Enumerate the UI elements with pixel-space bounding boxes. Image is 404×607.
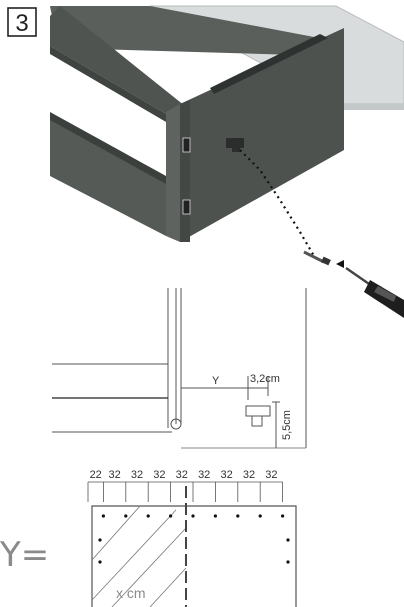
screwdriver-icon [345, 267, 404, 318]
lower-frame [50, 116, 166, 236]
cabinet-illustration [50, 5, 404, 318]
spacing-labels: 22 32 32 32 32 32 32 32 32 [90, 469, 278, 481]
detail-bracket [245, 405, 271, 417]
step-badge: 3 [7, 7, 37, 37]
spacing-label: 32 [220, 469, 232, 481]
formula-width-label: x cm [116, 585, 146, 601]
spacing-label: 32 [108, 469, 120, 481]
spacing-label: 22 [90, 469, 102, 481]
spacing-label: 32 [243, 469, 255, 481]
hinge-icon [182, 137, 191, 215]
spacing-label: 32 [153, 469, 165, 481]
detail-height-label: 5,5cm [281, 410, 293, 440]
detail-width-label: 3,2cm [250, 373, 280, 385]
spacing-label: 32 [265, 469, 277, 481]
detail-y-label: Y [212, 375, 220, 387]
inner-edge [166, 104, 180, 242]
formula-label: Y= [0, 535, 49, 575]
hole-dots [101, 514, 285, 518]
back-rail [50, 6, 330, 56]
screw-icon [303, 250, 331, 266]
side-panel [180, 28, 344, 242]
spacing-label: 32 [198, 469, 210, 481]
bracket-icon [226, 138, 244, 148]
detail-drawing [52, 288, 307, 449]
spacing-label: 32 [176, 469, 188, 481]
spacing-label: 32 [131, 469, 143, 481]
upper-frame [50, 6, 190, 128]
spacing-diagram: 22 32 32 32 32 32 32 32 32 [87, 469, 297, 607]
step-number: 3 [15, 10, 28, 37]
